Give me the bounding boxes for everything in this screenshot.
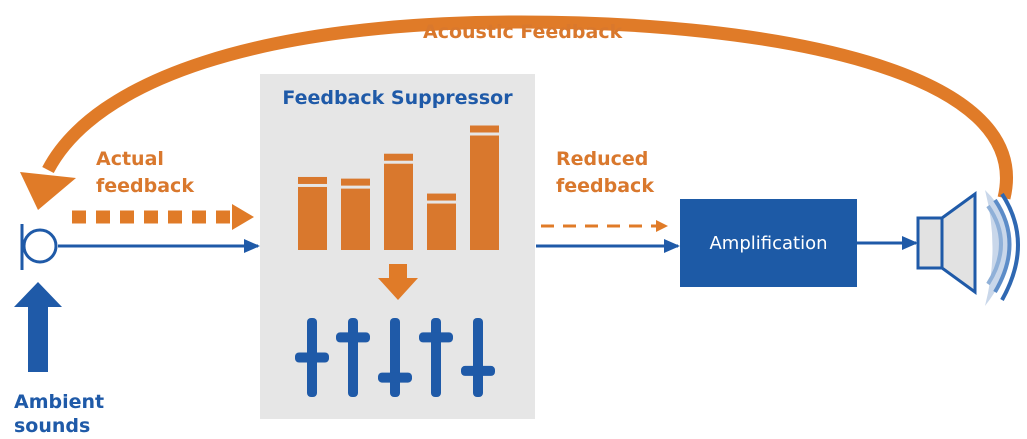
acoustic-feedback-label: Acoustic Feedback xyxy=(423,21,623,43)
slider-knob-4 xyxy=(419,332,453,343)
bar-cap-1 xyxy=(298,176,327,184)
acoustic-feedback-arc xyxy=(42,15,1013,200)
bar-3 xyxy=(384,163,413,250)
ambient-sounds-label-line2: sounds xyxy=(14,415,91,437)
bar-cap-4 xyxy=(427,193,456,201)
bar-cap-2 xyxy=(341,178,370,186)
reduced-feedback-label-line2: feedback xyxy=(556,175,654,197)
slider-track-3 xyxy=(390,318,400,397)
bar-4 xyxy=(427,203,456,250)
slider-track-5 xyxy=(473,318,483,397)
bar-1 xyxy=(298,186,327,250)
amplification-label: Amplification xyxy=(709,232,828,254)
ambient-sounds-arrow xyxy=(14,282,62,372)
reduced-feedback-label-line1: Reduced xyxy=(556,148,649,170)
actual-feedback-arrowhead xyxy=(232,204,254,230)
slider-knob-5 xyxy=(461,365,495,376)
microphone-icon xyxy=(20,224,58,270)
bar-2 xyxy=(341,188,370,250)
actual-feedback-label-line2: feedback xyxy=(96,175,194,197)
bar-cap-3 xyxy=(384,153,413,161)
bar-5 xyxy=(470,135,499,250)
suppressor-title: Feedback Suppressor xyxy=(282,87,513,109)
slider-knob-1 xyxy=(295,352,329,363)
speaker-icon xyxy=(916,190,1020,306)
acoustic-feedback-arrowhead xyxy=(20,172,76,210)
slider-knob-3 xyxy=(378,372,412,383)
bar-cap-5 xyxy=(470,125,499,133)
actual-feedback-label-line1: Actual xyxy=(96,148,164,170)
reduced-feedback-arrowhead xyxy=(656,220,668,232)
slider-track-4 xyxy=(431,318,441,397)
suppressor-down-arrow xyxy=(378,264,418,300)
slider-track-2 xyxy=(348,318,358,397)
slider-knob-2 xyxy=(336,332,370,343)
amplification-box: Amplification xyxy=(680,199,857,287)
bar-graph-icon xyxy=(298,125,499,250)
ambient-sounds-label-line1: Ambient xyxy=(14,391,105,413)
equalizer-sliders-icon xyxy=(295,318,495,397)
